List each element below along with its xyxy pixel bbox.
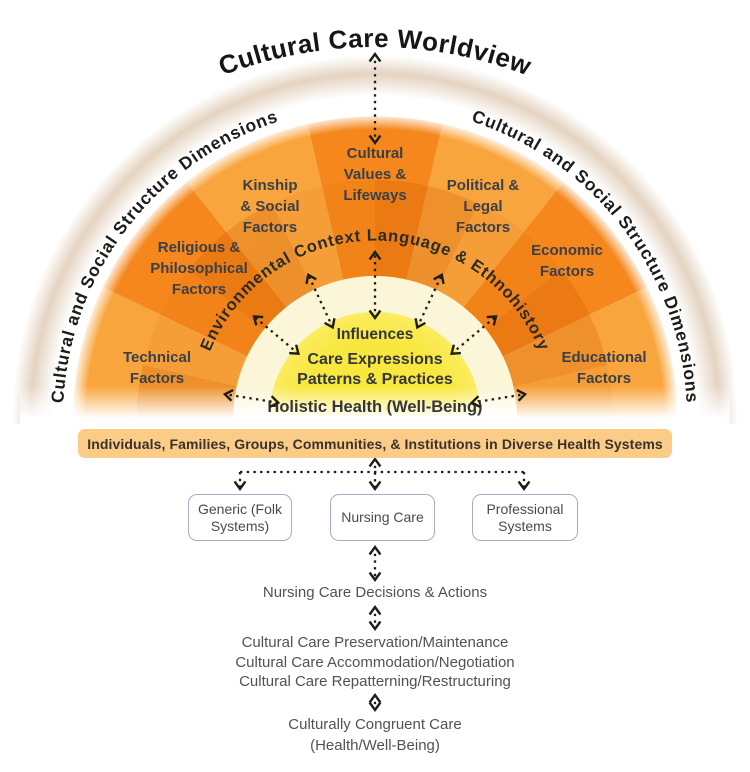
outcome-line: Culturally Congruent Care: [288, 716, 462, 733]
box-label-line: Systems: [498, 517, 552, 534]
sector-label-cultural-values: Values &: [344, 166, 407, 183]
culturally-congruent-care-label: Culturally Congruent Care (Health/Well-B…: [0, 714, 750, 756]
nursing-care-box: Nursing Care: [330, 494, 435, 541]
sector-label-technical: Factors: [130, 370, 184, 387]
sector-label-educational: Factors: [577, 370, 631, 387]
core-label-care-expressions: Patterns & Practices: [297, 371, 453, 388]
care-mode-preservation: Cultural Care Preservation/Maintenance: [241, 634, 509, 651]
sector-label-religious: Religious &: [158, 239, 241, 256]
sector-label-political: Political &: [447, 177, 520, 194]
box-label-line: Professional: [486, 500, 564, 517]
sector-label-religious: Philosophical: [150, 260, 248, 277]
radial-arrow-left-25: [305, 272, 336, 330]
sunrise-arrows: [222, 51, 528, 408]
professional-systems-box: Professional Systems: [472, 494, 578, 541]
box-label-line: Nursing Care: [341, 509, 424, 525]
radial-arrow-right-81: [469, 388, 528, 408]
care-modes-block: Cultural Care Preservation/Maintenance C…: [0, 633, 750, 692]
diverse-health-systems-banner: Individuals, Families, Groups, Communiti…: [78, 429, 672, 458]
radial-arrow-right-25: [414, 272, 445, 330]
radial-arrow-right-50: [450, 315, 498, 356]
core-label-care-expressions: Care Expressions: [307, 351, 442, 368]
sector-label-economic: Factors: [540, 263, 594, 280]
outcome-line: (Health/Well-Being): [310, 737, 440, 754]
sector-label-religious: Factors: [172, 281, 226, 298]
radial-arrow-left-81: [222, 388, 281, 408]
box-label-line: Systems): [210, 517, 270, 534]
sector-label-political: Legal: [463, 198, 502, 215]
sector-label-cultural-values: Lifeways: [343, 187, 406, 204]
nursing-care-decisions-label: Nursing Care Decisions & Actions: [262, 584, 488, 601]
care-mode-repatterning: Cultural Care Repatterning/Restructuring: [239, 673, 511, 690]
core-label-influences: Influences: [337, 326, 414, 343]
sector-label-political: Factors: [456, 219, 510, 236]
radial-arrow-left-50: [252, 315, 300, 356]
box-label-line: Generic (Folk: [197, 500, 283, 517]
care-mode-accommodation: Cultural Care Accommodation/Negotiation: [235, 653, 515, 671]
sector-label-cultural-values: Cultural: [347, 145, 404, 162]
generic-folk-systems-box: Generic (Folk Systems): [188, 494, 292, 541]
sunrise-graphic: Cultural Care Worldview Cultural and Soc…: [5, 23, 745, 470]
core-label-holistic-health: Holistic Health (Well-Being): [267, 398, 482, 416]
core-labels: Influences Care Expressions Patterns & P…: [267, 326, 482, 416]
sector-label-kinship: Factors: [243, 219, 297, 236]
sector-label-economic: Economic: [531, 242, 603, 259]
sector-label-technical: Technical: [123, 349, 191, 366]
sector-label-kinship: & Social: [240, 198, 299, 215]
baseline-fade: [20, 386, 730, 428]
sector-label-educational: Educational: [561, 349, 646, 366]
sector-label-kinship: Kinship: [243, 177, 298, 194]
sector-labels: Technical Factors Religious & Philosophi…: [123, 145, 647, 387]
